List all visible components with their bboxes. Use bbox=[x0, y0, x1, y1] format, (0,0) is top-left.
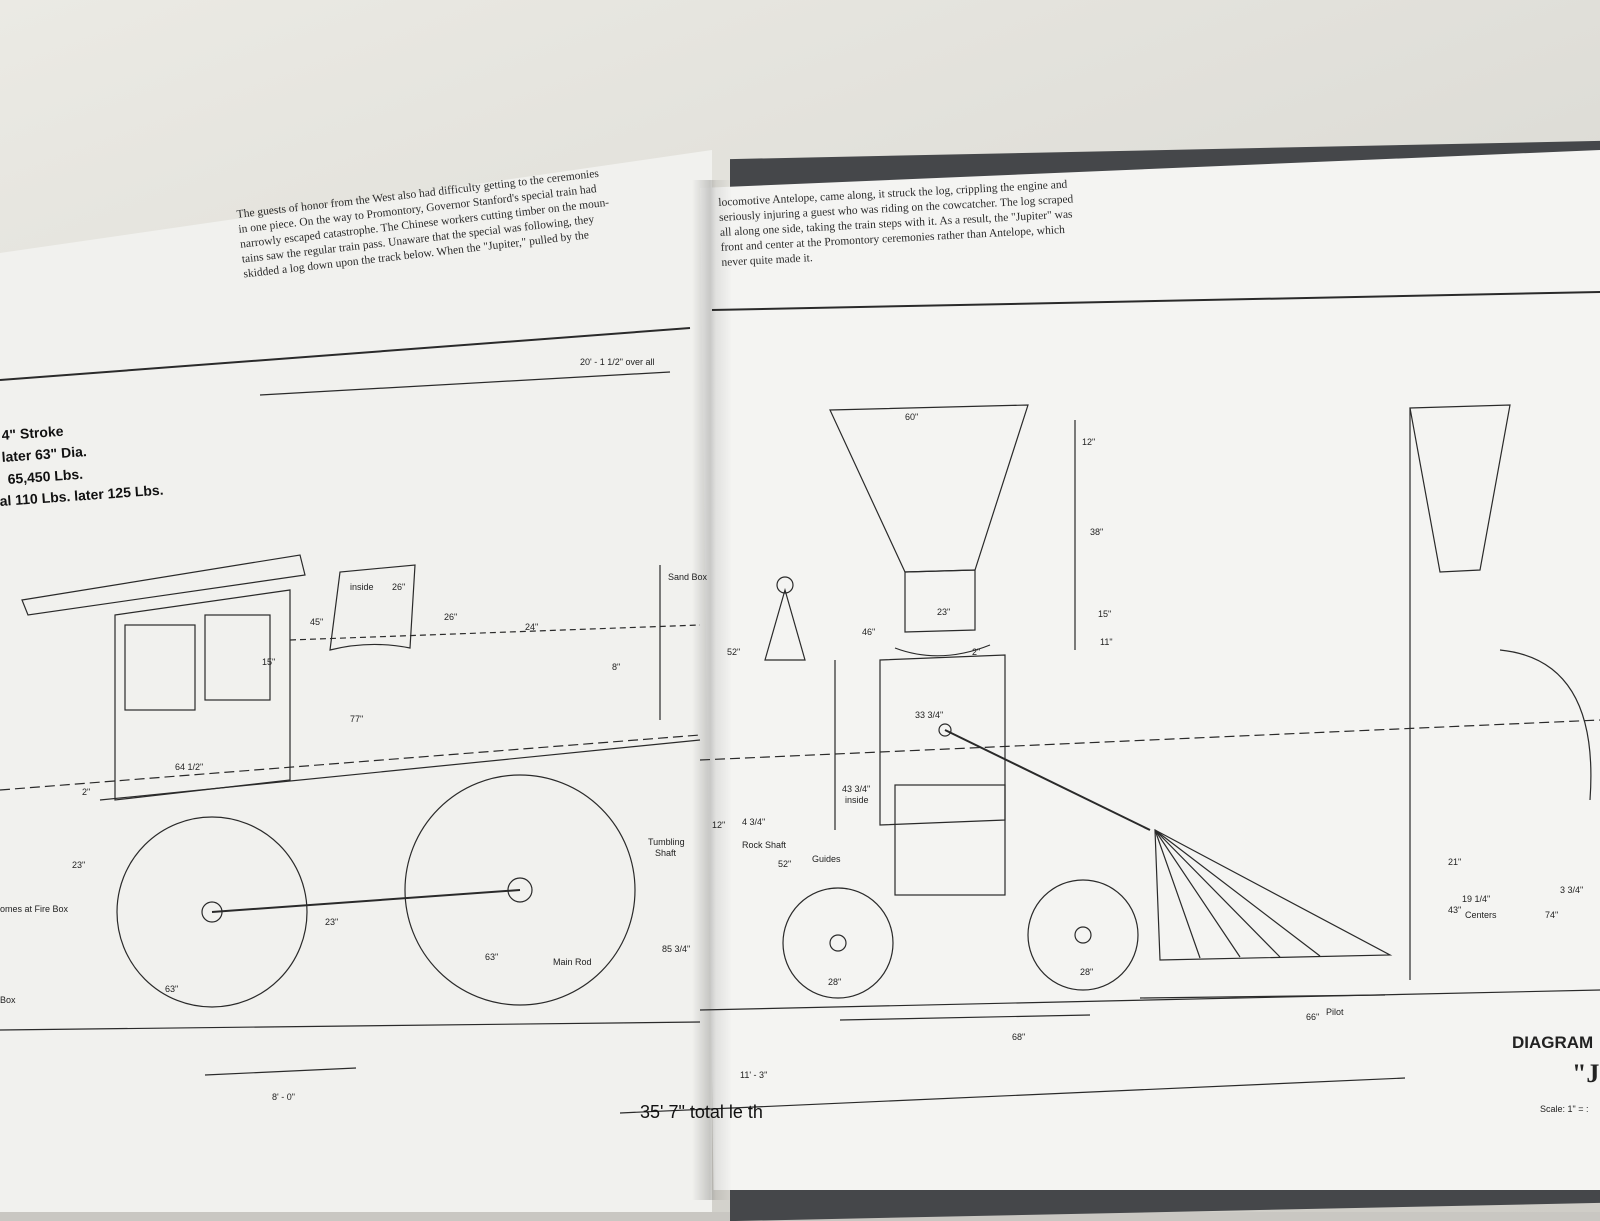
dim-19: 19 1/4" bbox=[1462, 894, 1490, 904]
dim-23-stack: 23" bbox=[937, 607, 950, 617]
label-centers: Centers bbox=[1465, 910, 1497, 920]
dim-38: 38" bbox=[1090, 527, 1103, 537]
book-gutter bbox=[692, 180, 732, 1200]
dim-23-left: 23" bbox=[72, 860, 85, 870]
dim-77: 77" bbox=[350, 714, 363, 724]
dim-68: 68" bbox=[1012, 1032, 1025, 1042]
dim-15-stack: 15" bbox=[1098, 609, 1111, 619]
label-tumbling: Tumbling bbox=[648, 837, 685, 847]
dim-28-right: 28" bbox=[1080, 967, 1093, 977]
dim-15: 15" bbox=[262, 657, 275, 667]
dim-43-front: 43" bbox=[1448, 905, 1461, 915]
dim-63-mid: 63" bbox=[485, 952, 498, 962]
label-main-rod: Main Rod bbox=[553, 957, 592, 967]
dim-4: 4 3/4" bbox=[742, 817, 765, 827]
spec-weight: 65,450 Lbs. bbox=[7, 466, 83, 487]
label-fire-box: omes at Fire Box bbox=[0, 904, 69, 914]
diagram-scale: Scale: 1" = : bbox=[1540, 1104, 1588, 1114]
dim-26-width: 26" bbox=[392, 582, 405, 592]
spec-diameter: later 63" Dia. bbox=[1, 443, 87, 465]
dim-63-left: 63" bbox=[165, 984, 178, 994]
dim-52-guides: 52" bbox=[778, 859, 791, 869]
dim-11: 11" bbox=[1100, 637, 1113, 647]
dim-2-stack: 2" bbox=[972, 647, 980, 657]
dim-2: 2" bbox=[82, 787, 90, 797]
dim-inside: inside bbox=[350, 582, 374, 592]
dim-45: 45" bbox=[310, 617, 323, 627]
label-inside-43: inside bbox=[845, 795, 869, 805]
dim-43: 43 3/4" bbox=[842, 784, 870, 794]
dim-12-stack: 12" bbox=[1082, 437, 1095, 447]
label-guides: Guides bbox=[812, 854, 841, 864]
dim-21: 21" bbox=[1448, 857, 1461, 867]
dim-11-ft: 11' - 3" bbox=[740, 1070, 767, 1080]
label-sand-box: Sand Box bbox=[668, 572, 708, 582]
label-rock-shaft: Rock Shaft bbox=[742, 840, 787, 850]
diagram-title: DIAGRAM bbox=[1512, 1033, 1593, 1052]
left-page bbox=[0, 150, 712, 1212]
label-box: Box bbox=[0, 995, 16, 1005]
dim-28-left: 28" bbox=[828, 977, 841, 987]
dim-85: 85 3/4" bbox=[662, 944, 690, 954]
label-pilot: Pilot bbox=[1326, 1007, 1344, 1017]
label-shaft: Shaft bbox=[655, 848, 677, 858]
dim-8: 8" bbox=[612, 662, 620, 672]
dim-24: 24" bbox=[525, 622, 538, 632]
right-page bbox=[700, 150, 1600, 1190]
dim-33: 33 3/4" bbox=[915, 710, 943, 720]
dim-46: 46" bbox=[862, 627, 875, 637]
dim-12: 12" bbox=[712, 820, 725, 830]
dim-8-ft: 8' - 0" bbox=[272, 1092, 295, 1102]
dim-23-mid: 23" bbox=[325, 917, 338, 927]
dim-74: 74" bbox=[1545, 910, 1558, 920]
spec-stroke: 4" Stroke bbox=[1, 423, 64, 443]
dim-52-left: 52" bbox=[727, 647, 740, 657]
dim-3: 3 3/4" bbox=[1560, 885, 1583, 895]
dim-overall: 20' - 1 1/2" over all bbox=[580, 357, 654, 367]
dim-26-height: 26" bbox=[444, 612, 457, 622]
dim-total-length: 35' 7" total le th bbox=[640, 1102, 763, 1122]
dim-60: 60" bbox=[905, 412, 918, 422]
dim-66: 66" bbox=[1306, 1012, 1319, 1022]
diagram-title-letter: "J bbox=[1572, 1059, 1599, 1088]
dim-64: 64 1/2" bbox=[175, 762, 203, 772]
